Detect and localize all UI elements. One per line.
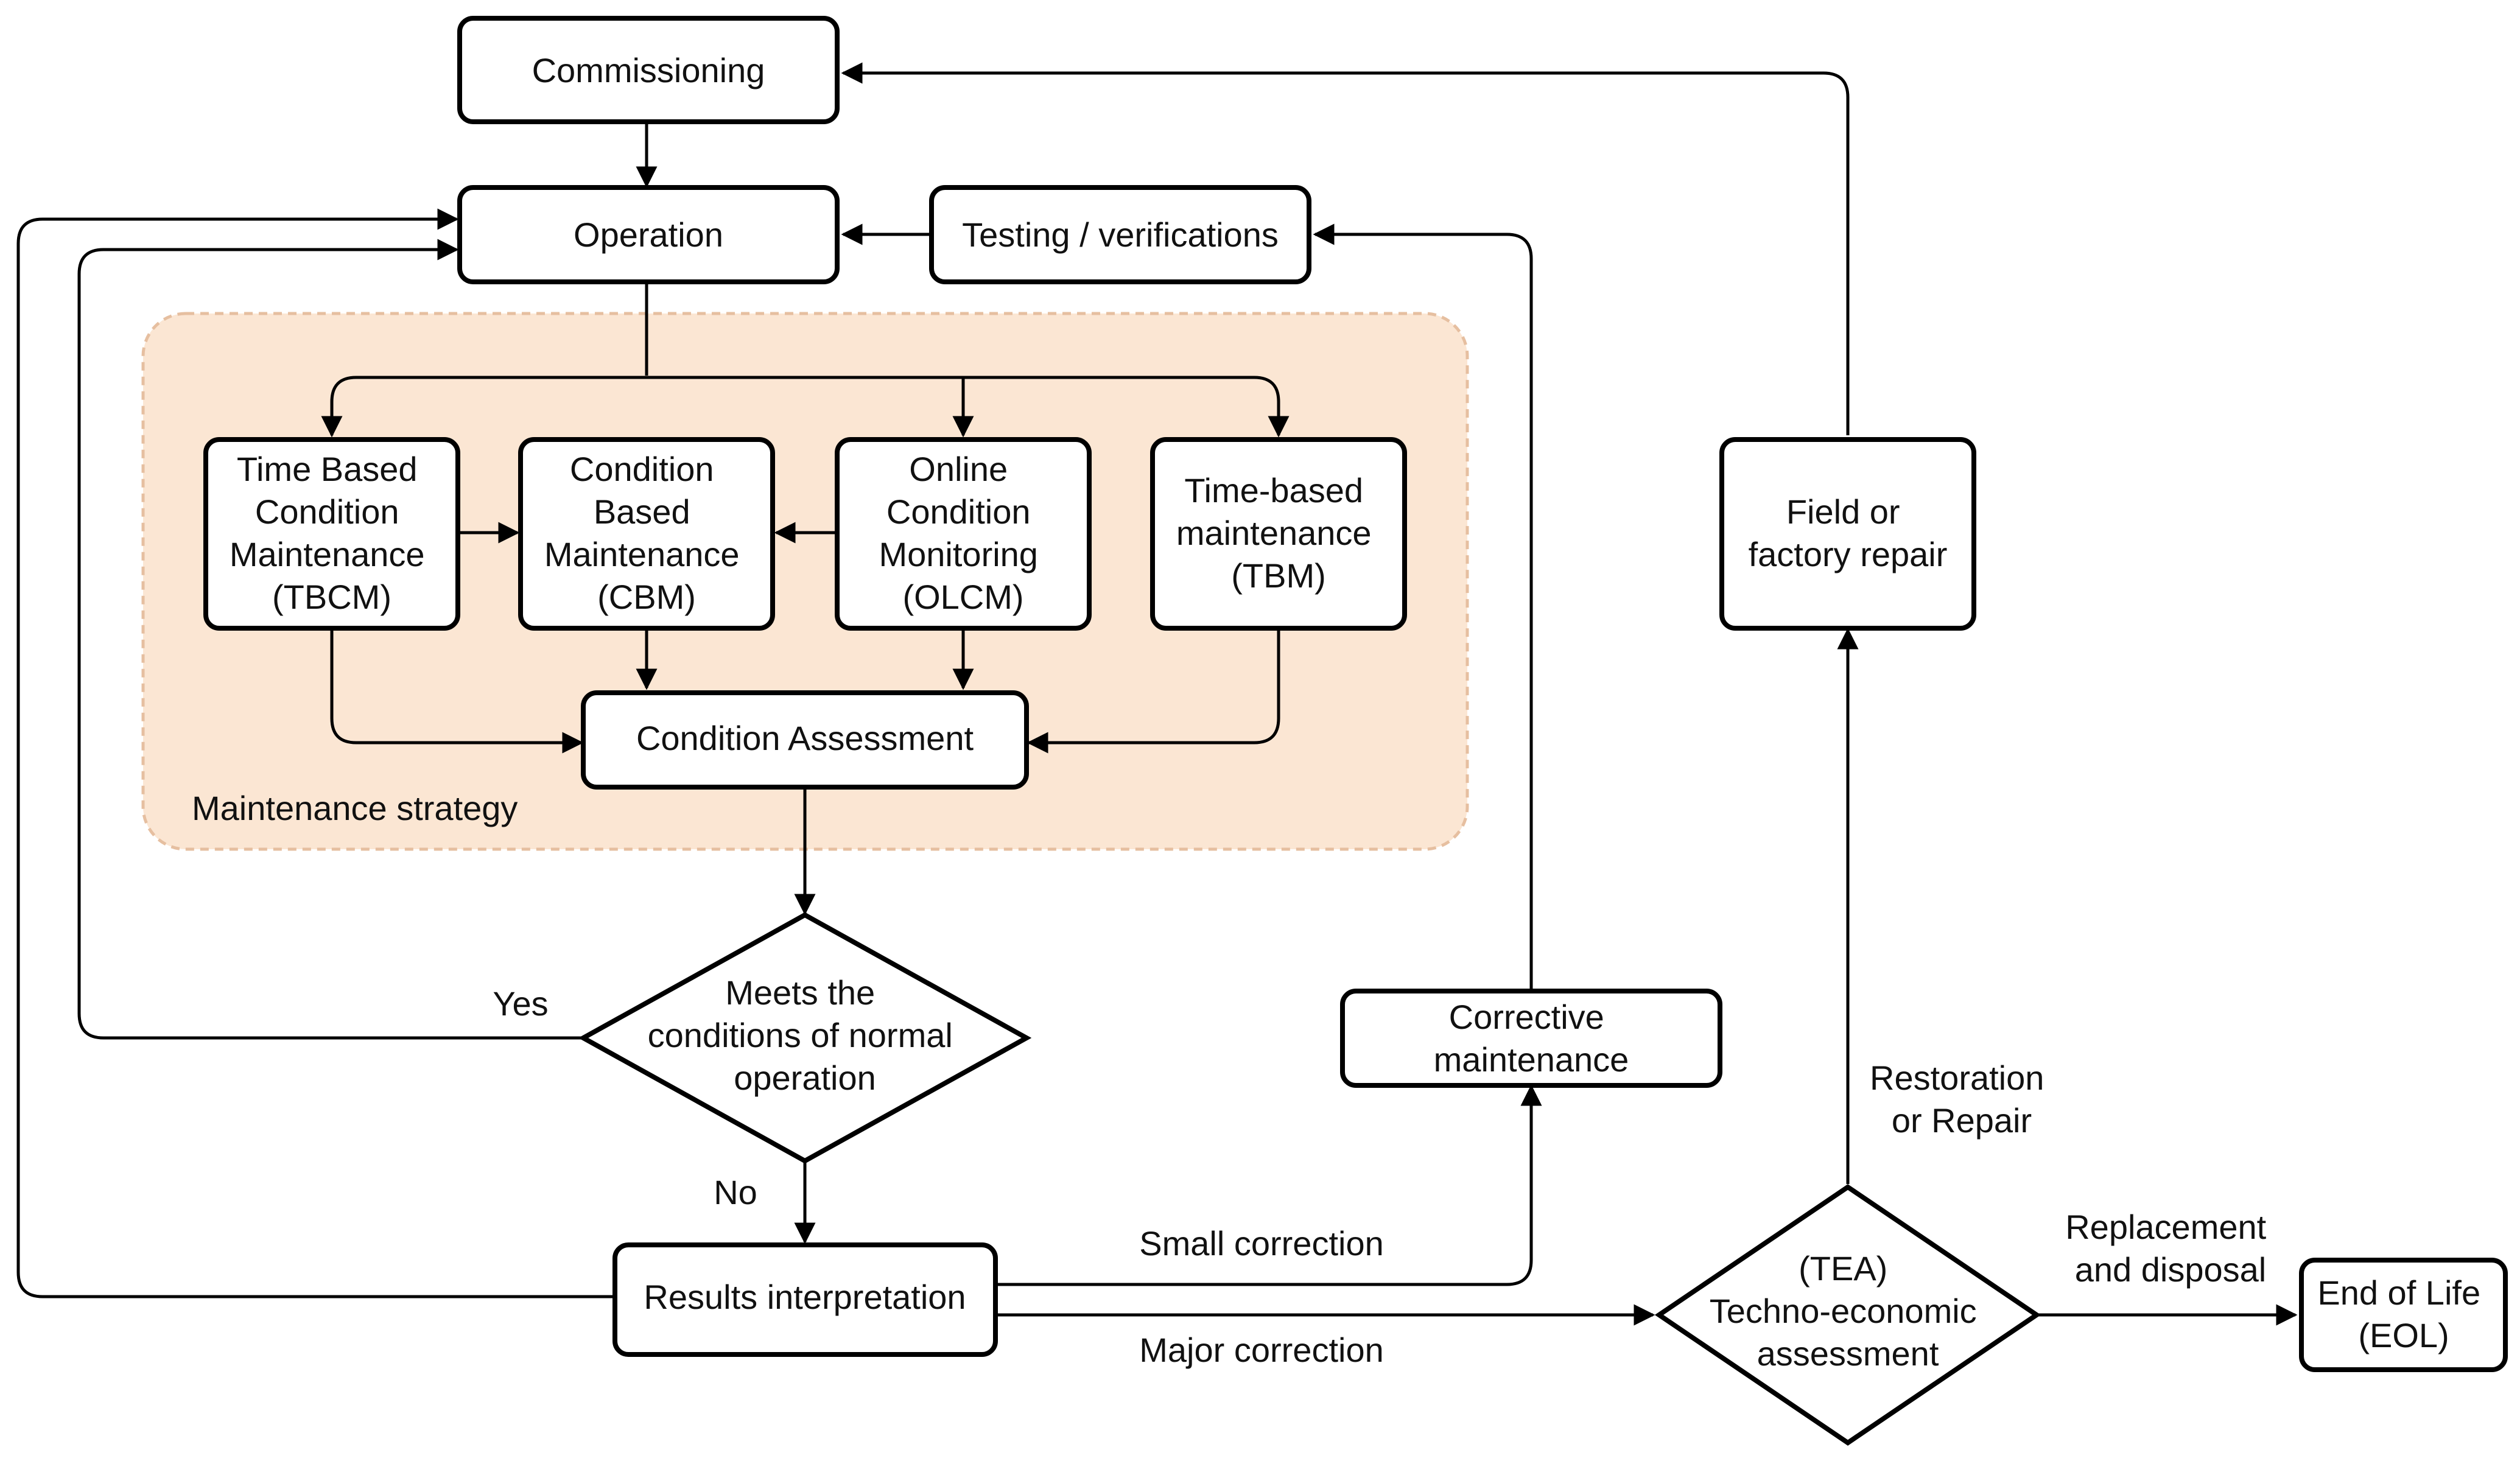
node-end-of-life-label: End of Life (EOL): [2317, 1274, 2490, 1354]
edge-corrective-testing: [1313, 223, 1533, 989]
node-commissioning-label: Commissioning: [532, 51, 765, 89]
node-testing-label: Testing / verifications: [962, 215, 1279, 254]
edges: [16, 62, 2298, 1326]
edge-label-restoration: Restoration or Repair: [1870, 1059, 2054, 1140]
node-cbm: Condition Based Maintenance (CBM): [518, 437, 775, 631]
edge-tbm-assessment: [1027, 630, 1280, 754]
node-corrective-maintenance: Corrective maintenance: [1340, 989, 1722, 1088]
node-condition-assessment: Condition Assessment: [581, 690, 1029, 790]
maintenance-strategy-label: Maintenance strategy: [192, 789, 518, 827]
edge-tbcm-assessment: [330, 630, 584, 754]
node-field-repair: Field or factory repair: [1719, 437, 1976, 631]
node-testing: Testing / verifications: [929, 185, 1311, 284]
node-tbm: Time-based maintenance (TBM): [1150, 437, 1407, 631]
edge-label-yes: Yes: [493, 984, 548, 1023]
node-end-of-life: End of Life (EOL): [2299, 1258, 2508, 1372]
node-cbm-label: Condition Based Maintenance (CBM): [544, 450, 749, 616]
node-commissioning: Commissioning: [457, 16, 840, 124]
edge-label-small-correction: Small correction: [1139, 1224, 1383, 1263]
node-olcm: Online Condition Monitoring (OLCM): [835, 437, 1092, 631]
node-results-interpretation-label: Results interpretation: [644, 1278, 966, 1316]
node-decision: Meets the conditions of normal operation: [578, 912, 1032, 1164]
edge-branch-tbcm: [321, 376, 357, 438]
edge-repair-commissioning: [841, 62, 1850, 435]
edge-decision-yes: [77, 239, 583, 1040]
edge-branch-bar: [356, 376, 1290, 438]
edge-results-operation: [16, 208, 615, 1298]
node-field-repair-label: Field or factory repair: [1749, 492, 1948, 573]
node-condition-assessment-label: Condition Assessment: [636, 719, 974, 757]
node-tbcm-label: Time Based Condition Maintenance (TBCM): [230, 450, 434, 616]
node-tbcm: Time Based Condition Maintenance (TBCM): [203, 437, 460, 631]
node-decision-label: Meets the conditions of normal operation: [648, 973, 963, 1097]
node-operation-label: Operation: [574, 215, 723, 254]
node-results-interpretation: Results interpretation: [612, 1242, 998, 1357]
edge-label-no: No: [714, 1173, 757, 1211]
node-operation: Operation: [457, 185, 840, 284]
node-tbm-label: Time-based maintenance (TBM): [1176, 471, 1381, 595]
node-tea: (TEA) Techno-economic assessment: [1654, 1184, 2041, 1446]
node-olcm-label: Online Condition Monitoring (OLCM): [879, 450, 1047, 616]
edge-label-replacement: Replacement and disposal: [2065, 1208, 2276, 1289]
edge-results-corrective: [995, 1084, 1542, 1286]
node-corrective-maintenance-label: Corrective maintenance: [1434, 998, 1629, 1079]
node-tea-label: (TEA) Techno-economic assessment: [1710, 1249, 1986, 1373]
edge-label-major-correction: Major correction: [1139, 1331, 1383, 1369]
